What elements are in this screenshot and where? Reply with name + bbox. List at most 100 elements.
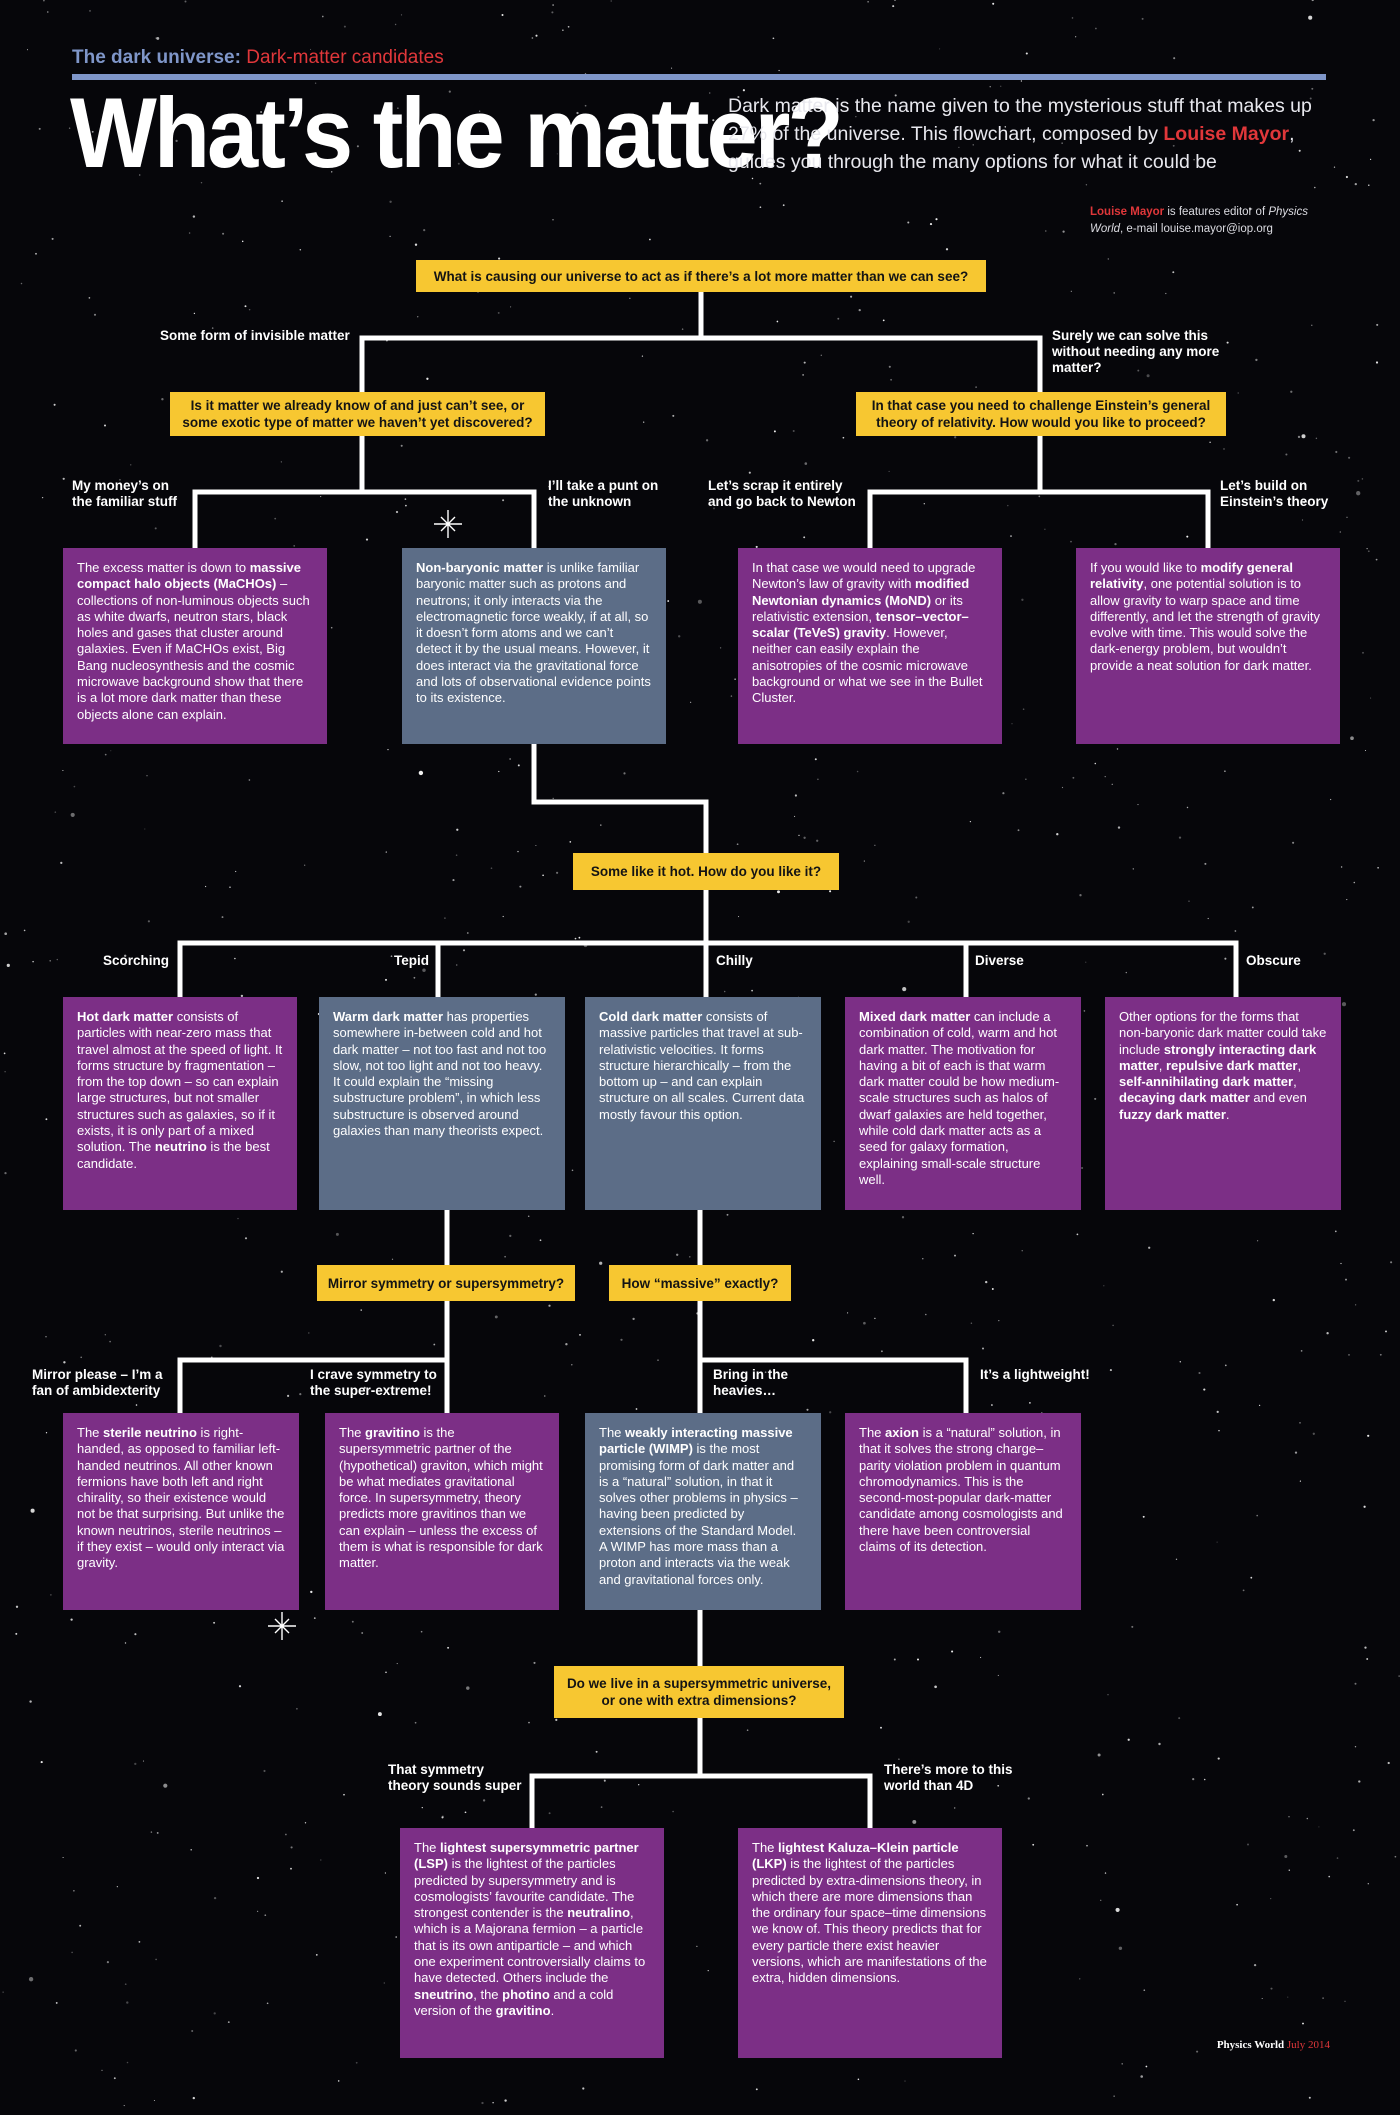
star [1237, 392, 1239, 394]
star [1311, 324, 1313, 326]
star [315, 1954, 318, 1956]
star [1367, 1434, 1370, 1437]
star [1248, 207, 1252, 210]
star [1246, 1843, 1250, 1846]
credit-name: Louise Mayor [1090, 206, 1165, 218]
star [576, 111, 579, 115]
label-build: Let’s build on Einstein’s theory [1220, 478, 1329, 509]
star [1172, 144, 1175, 147]
star [285, 1833, 287, 1836]
box-cold-dark-matter: Cold dark matter consists of massive par… [585, 997, 821, 1210]
star [395, 510, 399, 514]
star [863, 1321, 866, 1325]
star [1218, 1429, 1220, 1432]
star [238, 1685, 242, 1688]
box-wimp: The weakly interacting massive particle … [585, 1413, 821, 1610]
star [150, 1831, 153, 1833]
star [829, 1411, 832, 1414]
star [190, 1848, 192, 1851]
star [1348, 456, 1351, 459]
star [308, 1332, 310, 1334]
star [494, 1315, 498, 1319]
star [1344, 2000, 1346, 2002]
star [802, 374, 804, 376]
star [954, 436, 957, 439]
star [632, 1317, 635, 1321]
star [804, 462, 808, 465]
star [478, 110, 481, 112]
star [829, 890, 832, 893]
star [1348, 1354, 1350, 1356]
star [989, 86, 991, 88]
star [916, 1658, 920, 1661]
star [842, 436, 845, 439]
star [1297, 435, 1301, 439]
star [455, 854, 458, 856]
star [213, 1896, 217, 1900]
star [782, 204, 785, 207]
star [1234, 930, 1237, 932]
star [492, 2102, 494, 2104]
star [4, 932, 8, 936]
star [584, 104, 587, 107]
star [690, 701, 692, 703]
star [433, 1343, 436, 1346]
star [104, 1334, 106, 1336]
star [671, 67, 673, 69]
star [264, 1914, 267, 1917]
star [248, 308, 251, 311]
star [902, 987, 907, 992]
star [1209, 441, 1211, 443]
star [420, 1630, 423, 1633]
star [20, 282, 23, 285]
star [707, 1970, 709, 1972]
star [814, 758, 817, 761]
star [74, 2049, 77, 2052]
star [351, 1620, 354, 1623]
star [1186, 535, 1189, 538]
star [539, 1239, 542, 1242]
star [667, 600, 670, 602]
star [501, 13, 504, 17]
star [589, 162, 592, 165]
star [1095, 27, 1097, 30]
star [23, 929, 26, 932]
star [482, 1799, 486, 1802]
label-obscure: Obscure [1246, 953, 1301, 968]
star [1179, 1361, 1181, 1363]
star [1071, 17, 1074, 19]
star [548, 1812, 551, 1815]
star [806, 1408, 809, 1411]
star [244, 1237, 248, 1240]
star [163, 1783, 168, 1788]
star [304, 864, 306, 866]
star [244, 305, 247, 308]
star [819, 128, 824, 133]
star [759, 182, 762, 185]
star [1079, 894, 1082, 897]
star [1086, 1844, 1088, 1847]
star [954, 1254, 956, 1257]
star [1203, 1388, 1206, 1391]
star [595, 1750, 598, 1753]
star [935, 218, 938, 221]
label-symmetry: That symmetry theory sounds super [388, 1762, 522, 1793]
star [544, 1395, 546, 1397]
star [1288, 1869, 1291, 1872]
star [1394, 1855, 1397, 1858]
star [355, 2061, 358, 2064]
star [193, 312, 196, 315]
star [60, 861, 63, 865]
intro-part: Dark matter is the name given to the mys… [728, 95, 1312, 145]
question-q2: Is it matter we already know of and just… [170, 392, 545, 436]
star [1298, 149, 1301, 152]
star [1097, 1753, 1101, 1757]
star [91, 130, 94, 133]
label-more-dimensions: There’s more to this world than 4D [884, 1762, 1013, 1793]
star [772, 487, 775, 490]
star [1198, 1371, 1201, 1375]
star [38, 127, 41, 130]
star [146, 775, 148, 777]
star [890, 378, 893, 381]
